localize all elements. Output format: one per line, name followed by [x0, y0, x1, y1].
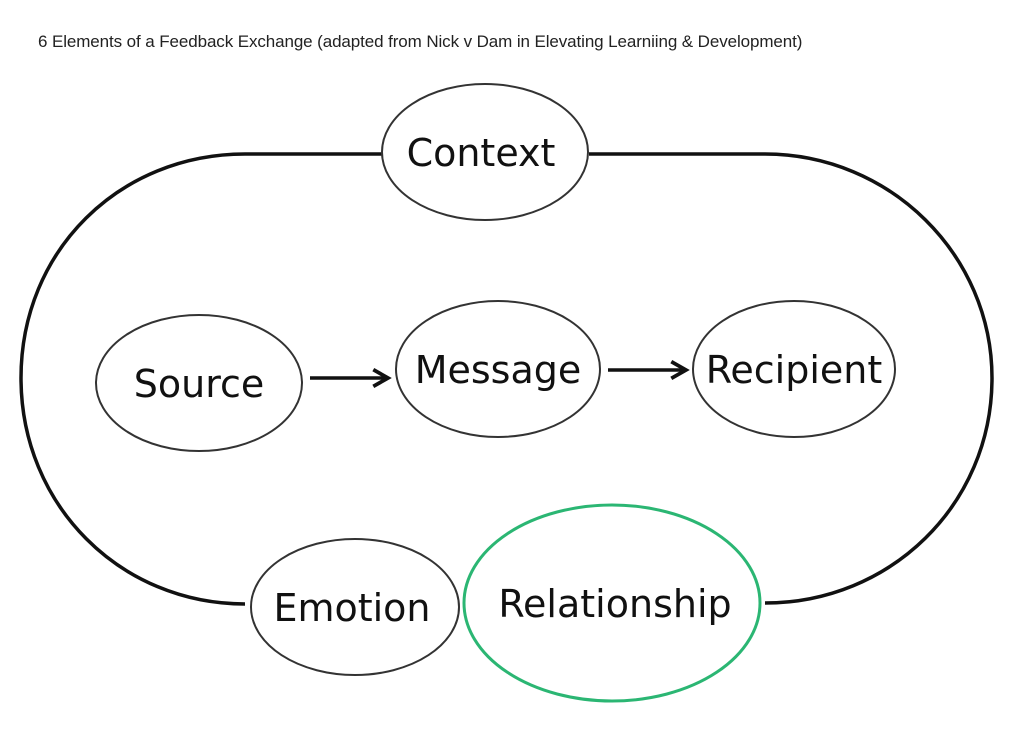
- context-ellipse: [381, 83, 589, 221]
- source-ellipse: [95, 314, 303, 452]
- context-label: Context: [407, 131, 556, 175]
- loop-top-left: [19, 152, 382, 606]
- message-label: Message: [415, 348, 582, 392]
- recipient-label: Recipient: [706, 348, 883, 392]
- emotion-ellipse: [250, 538, 460, 676]
- emotion-label: Emotion: [273, 586, 430, 630]
- node-message: Message: [395, 300, 601, 438]
- relationship-ellipse: [462, 503, 762, 703]
- node-recipient: Recipient: [692, 300, 896, 438]
- recipient-ellipse: [692, 300, 896, 438]
- loop-top-right: [589, 152, 994, 605]
- diagram-title: 6 Elements of a Feedback Exchange (adapt…: [38, 32, 803, 51]
- message-ellipse: [395, 300, 601, 438]
- node-context: Context: [381, 83, 589, 221]
- relationship-label: Relationship: [498, 582, 731, 626]
- node-emotion: Emotion: [250, 538, 460, 676]
- source-label: Source: [134, 362, 265, 406]
- node-relationship: Relationship: [462, 503, 762, 703]
- node-source: Source: [95, 314, 303, 452]
